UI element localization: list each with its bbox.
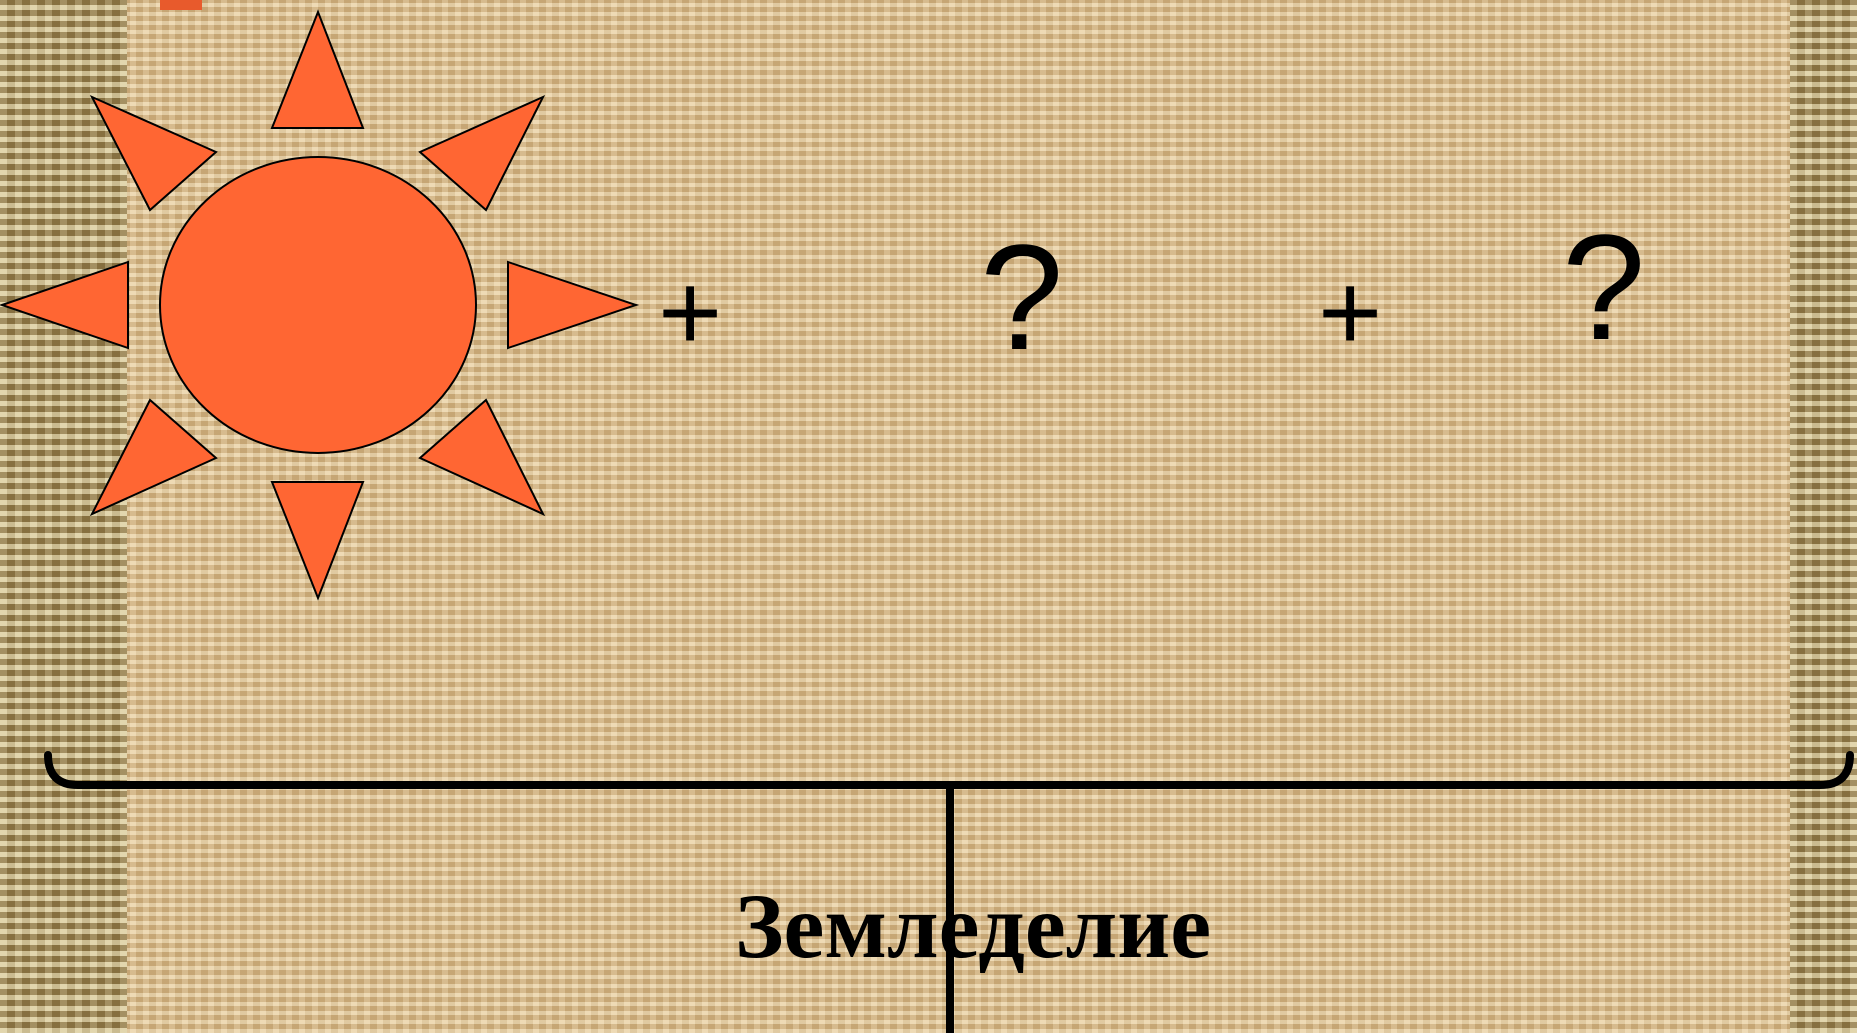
sun-ray-right — [507, 260, 640, 350]
caption-title: Земледелие — [735, 875, 1212, 977]
brace-horizontal — [44, 751, 1854, 789]
sun-ray-top-left — [89, 94, 218, 212]
sun-ray-bottom — [270, 481, 365, 601]
plus-sign-2: + — [1318, 251, 1383, 374]
left-border-texture — [0, 0, 127, 1033]
sun-ray-left — [0, 260, 129, 350]
brace — [44, 751, 1854, 1033]
sun-ray-top-right — [418, 94, 546, 212]
sun-ray-bottom-right — [418, 398, 546, 517]
question-mark-1: ? — [980, 213, 1064, 381]
right-border-texture — [1790, 0, 1857, 1033]
sun-icon — [0, 9, 640, 601]
corner-mark — [160, 0, 202, 10]
sun-ray-bottom-left — [89, 398, 218, 517]
sun-disc — [159, 156, 477, 454]
question-mark-2: ? — [1562, 203, 1646, 371]
plus-sign-1: + — [658, 251, 723, 374]
sun-ray-top — [270, 9, 365, 129]
